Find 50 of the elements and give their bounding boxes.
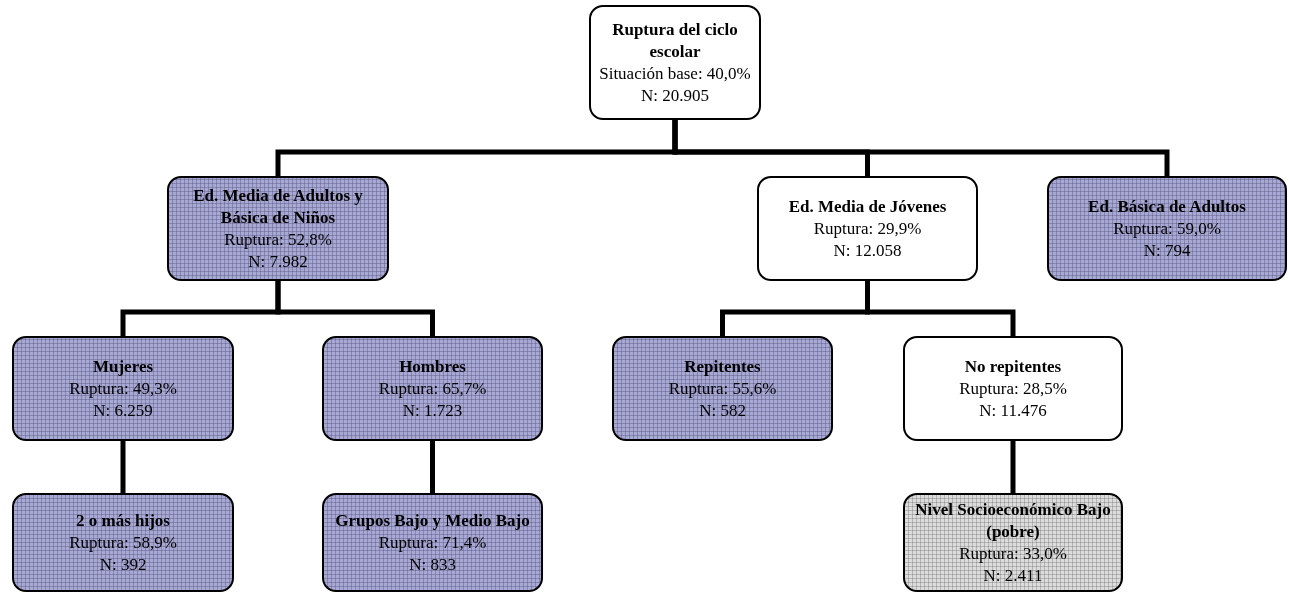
node-stat: N: 1.723 <box>402 399 463 422</box>
tree-node-box <box>322 336 543 441</box>
tree-node-box <box>589 5 761 120</box>
node-stat: N: 7.982 <box>248 250 308 273</box>
node-stat: N: 2.411 <box>983 564 1043 587</box>
tree-node-box <box>612 336 833 441</box>
node-stat: Ruptura: 71,4% <box>378 531 487 554</box>
node-title: Ruptura del ciclo escolar <box>611 18 739 63</box>
node-title: Ed. Básica de Adultos <box>1088 195 1246 218</box>
connector-line <box>430 441 435 493</box>
connector-line <box>120 441 126 493</box>
node-stat: Ruptura: 28,5% <box>959 377 1067 400</box>
node-stat: N: 582 <box>699 399 746 422</box>
node-stat: Ruptura: 29,9% <box>813 217 922 240</box>
connector-line <box>1010 441 1016 493</box>
node-stat: N: 20.905 <box>641 84 709 107</box>
node-stat: N: 794 <box>1143 239 1191 262</box>
node-stat: Ruptura: 52,8% <box>224 228 332 251</box>
node-stat: Ruptura: 49,3% <box>69 377 177 400</box>
tree-node-box <box>1047 176 1287 281</box>
node-title: Ed. Media de Adultos y Básica de Niños <box>192 184 364 229</box>
connector-line <box>672 120 1170 176</box>
connector-line <box>865 281 1016 336</box>
node-title: Mujeres <box>92 355 154 378</box>
node-stat: N: 392 <box>99 553 147 576</box>
node-title: Ed. Media de Jóvenes <box>788 195 947 218</box>
node-stat: N: 11.476 <box>979 399 1047 422</box>
node-title: Nivel Socioeconómico Bajo (pobre) <box>914 498 1112 543</box>
node-title: Hombres <box>399 355 466 378</box>
node-stat: Ruptura: 55,6% <box>668 377 777 400</box>
node-title: Grupos Bajo y Medio Bajo <box>335 509 530 532</box>
node-stat: Ruptura: 33,0% <box>959 542 1067 565</box>
tree-node-box <box>757 176 978 281</box>
connector-line <box>275 281 435 336</box>
tree-node-box <box>322 493 543 592</box>
node-title: Repitentes <box>684 355 761 378</box>
node-stat: N: 6.259 <box>93 399 153 422</box>
tree-node-box <box>12 336 234 441</box>
tree-node-box <box>903 493 1123 592</box>
tree-node-box <box>903 336 1123 441</box>
node-title: 2 o más hijos <box>76 509 170 532</box>
node-stat: Ruptura: 65,7% <box>378 377 487 400</box>
node-title: No repitentes <box>964 355 1062 378</box>
node-stat: Situación base: 40,0% <box>599 62 751 85</box>
node-stat: N: 12.058 <box>833 239 902 262</box>
tree-node-box <box>12 493 234 592</box>
node-stat: Ruptura: 59,0% <box>1113 217 1221 240</box>
tree-node-box <box>167 176 389 281</box>
node-stat: Ruptura: 58,9% <box>69 531 177 554</box>
node-stat: N: 833 <box>409 553 456 576</box>
